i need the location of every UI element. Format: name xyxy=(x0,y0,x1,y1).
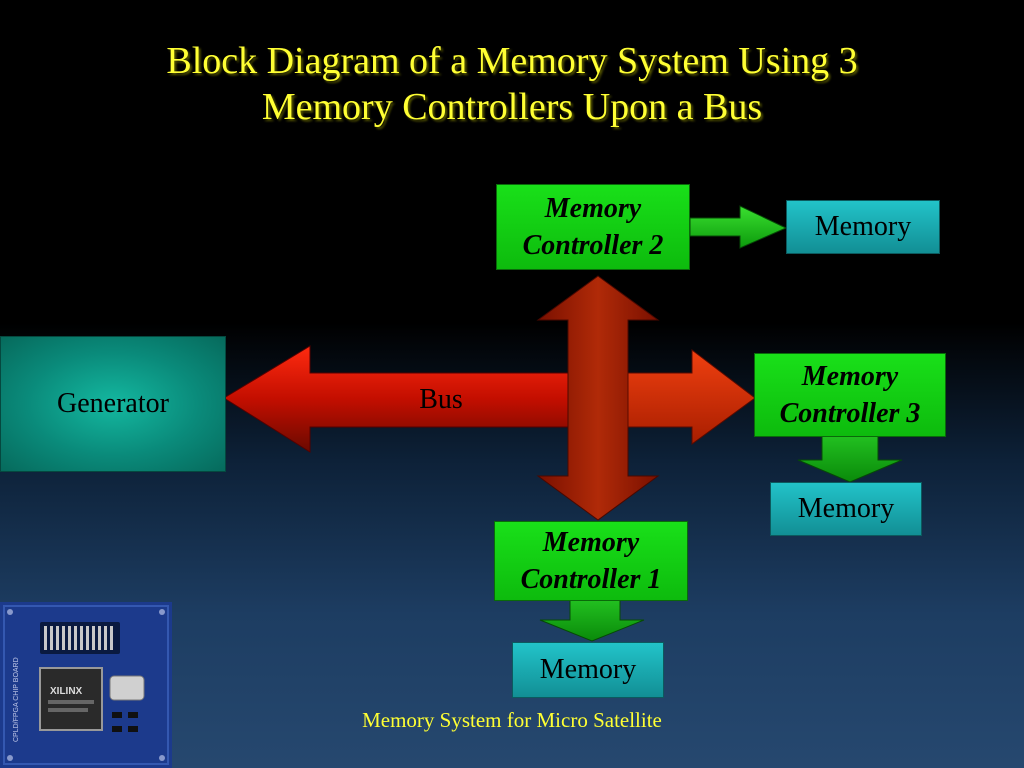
slide-title: Block Diagram of a Memory System Using 3… xyxy=(40,38,984,130)
memory-box-controller-1: Memory xyxy=(512,642,664,698)
generator-label: Generator xyxy=(57,388,169,419)
slide-title-line-2: Memory Controllers Upon a Bus xyxy=(261,86,763,128)
controller-2-line-1: Memory xyxy=(544,193,642,224)
memory-box-controller-3: Memory xyxy=(770,482,922,536)
memory-label-2: Memory xyxy=(814,211,912,242)
bus-arrow-right xyxy=(627,348,756,445)
bus-arrow-left xyxy=(223,345,571,453)
controller-1-line-1: Memory xyxy=(542,527,640,558)
memory-controller-1-box: Memory Controller 1 xyxy=(494,521,688,601)
memory-box-controller-2: Memory xyxy=(786,200,940,254)
controller-3-line-2: Controller 3 xyxy=(779,398,921,429)
bus-arrow-vertical xyxy=(536,275,660,521)
controller-1-line-2: Controller 1 xyxy=(520,564,662,595)
controller-3-line-1: Memory xyxy=(801,361,899,392)
arrow-controller2-to-memory xyxy=(689,205,788,249)
board-label-text: CPLD/FPGA CHIP BOARD xyxy=(13,657,20,742)
arrow-controller3-to-memory xyxy=(797,435,903,483)
generator-box: Generator xyxy=(0,336,226,472)
slide-title-line-1: Block Diagram of a Memory System Using 3 xyxy=(166,40,858,82)
controller-2-line-2: Controller 2 xyxy=(522,230,664,261)
slide-caption: Memory System for Micro Satellite xyxy=(362,708,662,732)
chip-brand-text: XILINX xyxy=(50,686,83,697)
memory-controller-2-box: Memory Controller 2 xyxy=(496,184,690,270)
bus-label: Bus xyxy=(419,384,463,415)
memory-label-1: Memory xyxy=(539,654,637,685)
memory-controller-3-box: Memory Controller 3 xyxy=(754,353,946,437)
circuit-board-photo: XILINX CPLD/FPGA CHIP BOARD xyxy=(0,602,172,768)
arrow-controller1-to-memory xyxy=(539,599,645,642)
memory-label-3: Memory xyxy=(797,493,895,524)
